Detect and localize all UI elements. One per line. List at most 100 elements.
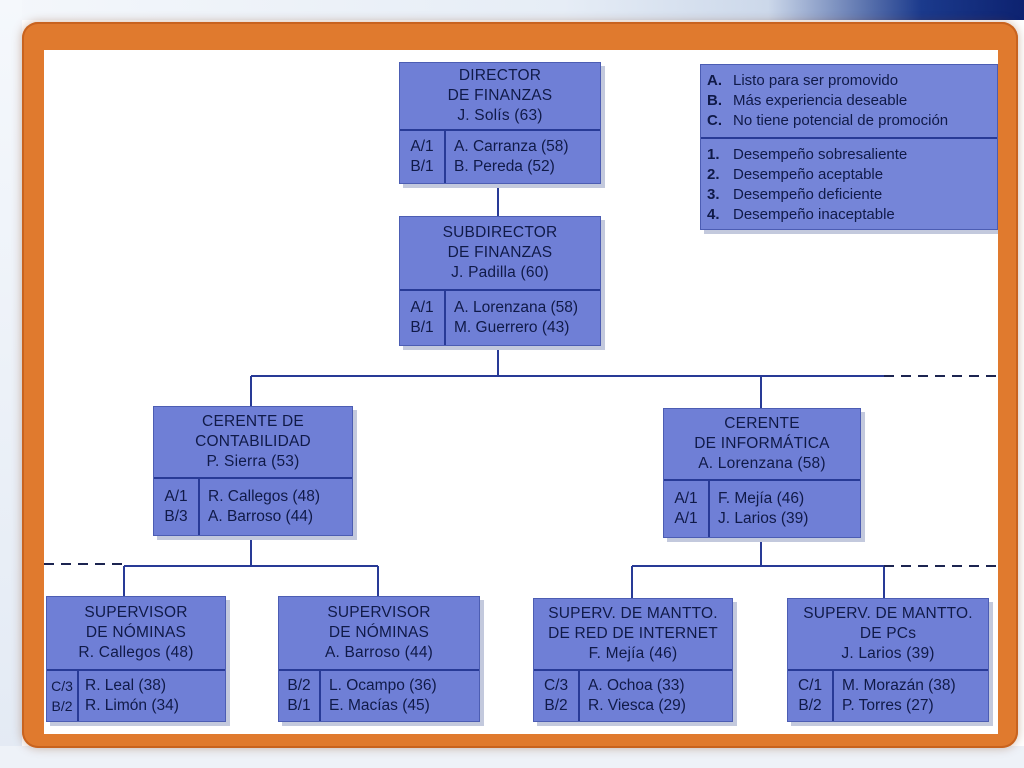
box-divider [400, 289, 600, 291]
replacement-name: R. Leal (38) [85, 677, 166, 694]
legend-key: 2. [707, 166, 720, 183]
rating-code: B/2 [51, 698, 73, 714]
legend-text: Listo para ser promovido [733, 72, 899, 89]
position-line-1: SUPERVISOR [84, 604, 188, 621]
node-title: SUPERVISOR DE NÓMINAS A. Barroso (44) [279, 597, 479, 669]
position-line-1: SUBDIRECTOR [442, 224, 558, 241]
box-vdivider [444, 289, 446, 345]
box-vdivider [708, 479, 710, 537]
position-line-2: DE FINANZAS [447, 244, 553, 261]
incumbent: J. Larios (39) [841, 645, 935, 662]
position-line-1: SUPERV. DE MANTTO. [548, 605, 718, 622]
node-director: DIRECTOR DE FINANZAS J. Solís (63) A/1 B… [399, 62, 601, 184]
node-title: SUPERV. DE MANTTO. DE PCs J. Larios (39) [788, 599, 988, 669]
node-title: SUBDIRECTOR DE FINANZAS J. Padilla (60) [400, 217, 600, 289]
legend-key: 1. [707, 146, 720, 163]
position-line-2: DE FINANZAS [447, 87, 553, 104]
legend-text: Desempeño inaceptable [733, 206, 895, 223]
rating-codes: C/1 B/2 [788, 671, 832, 721]
legend-key: 4. [707, 206, 720, 223]
rating-codes: C/3 B/2 [47, 671, 77, 721]
rating-code: A/1 [674, 510, 698, 527]
box-divider [47, 669, 225, 671]
node-title: SUPERV. DE MANTTO. DE RED DE INTERNET F.… [534, 599, 732, 669]
position-line-2: CONTABILIDAD [195, 433, 311, 450]
incumbent: J. Padilla (60) [451, 264, 549, 281]
replacement-names: L. Ocampo (36) E. Macías (45) [329, 671, 437, 721]
replacement-name: R. Viesca (29) [588, 697, 686, 714]
incumbent: A. Barroso (44) [324, 644, 434, 661]
rating-code: B/1 [410, 158, 434, 175]
incumbent: P. Sierra (53) [206, 453, 300, 470]
box-vdivider [198, 477, 200, 535]
replacement-names: F. Mejía (46) J. Larios (39) [718, 481, 808, 537]
box-vdivider [319, 669, 321, 721]
legend-row: 4. Desempeño inaceptable [707, 205, 997, 225]
legend-potential: A.Listo para ser promovido B.Más experie… [701, 71, 997, 131]
legend-text: Desempeño sobresaliente [733, 146, 908, 163]
position-line-1: SUPERVISOR [327, 604, 431, 621]
position-line-2: DE NÓMINAS [328, 624, 430, 641]
box-divider [664, 479, 860, 481]
box-vdivider [578, 669, 580, 721]
rating-code: B/2 [287, 677, 311, 694]
replacement-name: J. Larios (39) [718, 510, 809, 527]
position-line-1: SUPERV. DE MANTTO. [803, 605, 973, 622]
replacement-name: A. Carranza (58) [454, 138, 569, 155]
node-title: DIRECTOR DE FINANZAS J. Solís (63) [400, 63, 600, 129]
box-vdivider [444, 129, 446, 183]
replacement-names: R. Leal (38) R. Limón (34) [85, 671, 179, 721]
org-chart: A.Listo para ser promovido B.Más experie… [44, 50, 998, 734]
rating-code: B/1 [410, 319, 434, 336]
rating-code: C/1 [797, 677, 823, 694]
node-red-internet: SUPERV. DE MANTTO. DE RED DE INTERNET F.… [533, 598, 733, 722]
replacement-name: R. Callegos (48) [208, 488, 320, 505]
node-informatica: CERENTE DE INFORMÁTICA A. Lorenzana (58)… [663, 408, 861, 538]
rating-code: A/1 [164, 488, 188, 505]
rating-codes: A/1 B/1 [400, 291, 444, 345]
replacement-name: F. Mejía (46) [718, 490, 805, 507]
legend-key: 3. [707, 186, 720, 203]
replacement-names: R. Callegos (48) A. Barroso (44) [208, 479, 320, 535]
legend-row: C.No tiene potencial de promoción [707, 111, 997, 131]
rating-codes: A/1 B/1 [400, 131, 444, 183]
rating-code: A/1 [410, 138, 434, 155]
replacement-name: A. Lorenzana (58) [454, 299, 579, 316]
rating-code: C/3 [51, 678, 73, 694]
replacement-names: A. Ochoa (33) R. Viesca (29) [588, 671, 686, 721]
rating-code: B/1 [287, 697, 311, 714]
legend-performance: 1.Desempeño sobresaliente 2.Desempeño ac… [701, 145, 997, 225]
legend-text: Desempeño deficiente [733, 186, 883, 203]
node-title: SUPERVISOR DE NÓMINAS R. Callegos (48) [47, 597, 225, 669]
position-line-2: DE INFORMÁTICA [694, 435, 830, 452]
position-line-1: CERENTE [724, 415, 800, 432]
replacement-name: M. Guerrero (43) [454, 319, 570, 336]
legend-divider [701, 137, 997, 139]
position-line-1: DIRECTOR [458, 67, 542, 84]
rating-code: B/3 [164, 508, 188, 525]
rating-codes: A/1 A/1 [664, 481, 708, 537]
rating-codes: B/2 B/1 [279, 671, 319, 721]
incumbent: F. Mejía (46) [588, 645, 678, 662]
box-divider [154, 477, 352, 479]
connector-lines [44, 182, 998, 598]
box-divider [788, 669, 988, 671]
legend-row: A. Listo para ser promovido [707, 71, 997, 91]
box-divider [400, 129, 600, 131]
replacement-name: A. Ochoa (33) [588, 677, 685, 694]
node-contabilidad: CERENTE DE CONTABILIDAD P. Sierra (53) A… [153, 406, 353, 536]
replacement-name: A. Barroso (44) [208, 508, 314, 525]
rating-code: B/2 [798, 697, 822, 714]
legend-key: A. [707, 72, 722, 89]
position-line-2: DE PCs [859, 625, 917, 642]
box-vdivider [832, 669, 834, 721]
node-nominas-1: SUPERVISOR DE NÓMINAS R. Callegos (48) C… [46, 596, 226, 722]
node-nominas-2: SUPERVISOR DE NÓMINAS A. Barroso (44) B/… [278, 596, 480, 722]
node-pcs: SUPERV. DE MANTTO. DE PCs J. Larios (39)… [787, 598, 989, 722]
slide-top-band [0, 0, 1024, 20]
position-line-1: CERENTE DE [202, 413, 304, 430]
legend-row: 3. Desempeño deficiente [707, 185, 997, 205]
replacement-names: M. Morazán (38) P. Torres (27) [842, 671, 956, 721]
node-title: CERENTE DE INFORMÁTICA A. Lorenzana (58) [664, 409, 860, 479]
legend-text: Más experiencia deseable [733, 92, 908, 109]
